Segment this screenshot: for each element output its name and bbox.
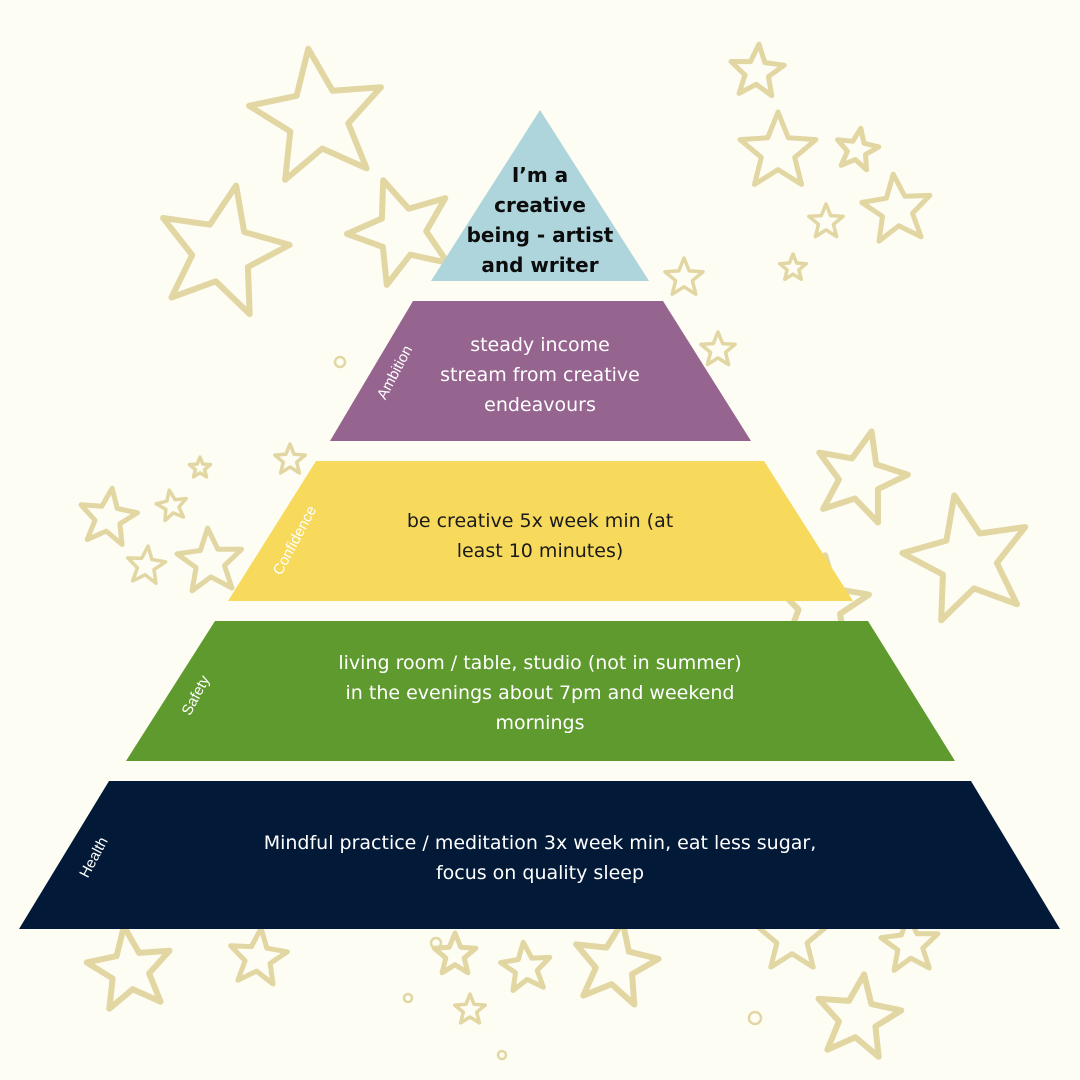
star-outline-icon — [816, 428, 911, 526]
tier-top-shape — [431, 110, 649, 281]
circle-dot-icon — [496, 1049, 508, 1061]
star-outline-icon — [777, 252, 809, 282]
circle-dot-icon — [333, 355, 347, 369]
tier-health-text: Mindful practice / meditation 3x week mi… — [170, 828, 910, 888]
star-outline-icon — [228, 925, 290, 987]
star-outline-icon — [498, 939, 553, 993]
star-outline-icon — [663, 256, 705, 296]
star-outline-icon — [728, 41, 787, 99]
star-outline-icon — [174, 525, 244, 594]
tier-top-line: creative — [494, 193, 586, 217]
tier-top-line: I’m a — [511, 163, 569, 187]
star-outline-icon — [160, 182, 293, 318]
tier-top-line: being - artist — [466, 223, 614, 247]
tier-safety-text: living room / table, studio (not in summ… — [250, 648, 830, 738]
tier-health-line: Mindful practice / meditation 3x week mi… — [263, 832, 817, 854]
tier-ambition-text: steady income stream from creative endea… — [400, 330, 680, 420]
tier-ambition-line: steady income — [470, 334, 610, 356]
tier-safety-line: mornings — [495, 712, 585, 734]
star-outline-icon — [815, 971, 905, 1060]
tier-confidence-line: be creative 5x week min (at — [406, 510, 674, 532]
star-outline-icon — [859, 171, 933, 244]
star-outline-icon — [899, 492, 1029, 624]
circle-dot-icon — [429, 936, 443, 950]
tier-safety-line: in the evenings about 7pm and weekend — [345, 682, 735, 704]
star-outline-icon — [246, 45, 384, 183]
circle-dot-icon — [402, 992, 414, 1004]
star-outline-icon — [344, 177, 451, 288]
tier-health-line: focus on quality sleep — [435, 862, 645, 884]
tier-top-text: I’m a creative being - artist and writer — [445, 160, 635, 280]
circle-dot-icon — [747, 1010, 763, 1026]
star-outline-icon — [807, 202, 845, 239]
tier-confidence-shape — [228, 461, 853, 601]
star-outline-icon — [273, 442, 307, 475]
tier-health-shape — [19, 781, 1060, 929]
tier-top-line: and writer — [481, 253, 599, 277]
tier-safety-line: living room / table, studio (not in summ… — [338, 652, 742, 674]
star-outline-icon — [453, 992, 487, 1025]
tier-confidence-line: least 10 minutes) — [456, 540, 624, 562]
star-outline-icon — [154, 488, 188, 523]
star-outline-icon — [78, 485, 140, 547]
star-outline-icon — [187, 455, 213, 479]
tier-ambition-line: endeavours — [484, 394, 596, 416]
tier-ambition-shape — [330, 301, 751, 441]
tier-ambition-line: stream from creative — [440, 364, 640, 386]
star-outline-icon — [83, 923, 173, 1012]
star-outline-icon — [699, 330, 737, 367]
star-outline-icon — [573, 918, 662, 1008]
tier-safety-shape — [126, 621, 955, 761]
star-outline-icon — [878, 912, 941, 973]
tier-confidence-text: be creative 5x week min (at least 10 min… — [330, 506, 750, 566]
star-outline-icon — [835, 125, 882, 173]
star-outline-icon — [125, 544, 168, 586]
star-outline-icon — [737, 109, 819, 187]
